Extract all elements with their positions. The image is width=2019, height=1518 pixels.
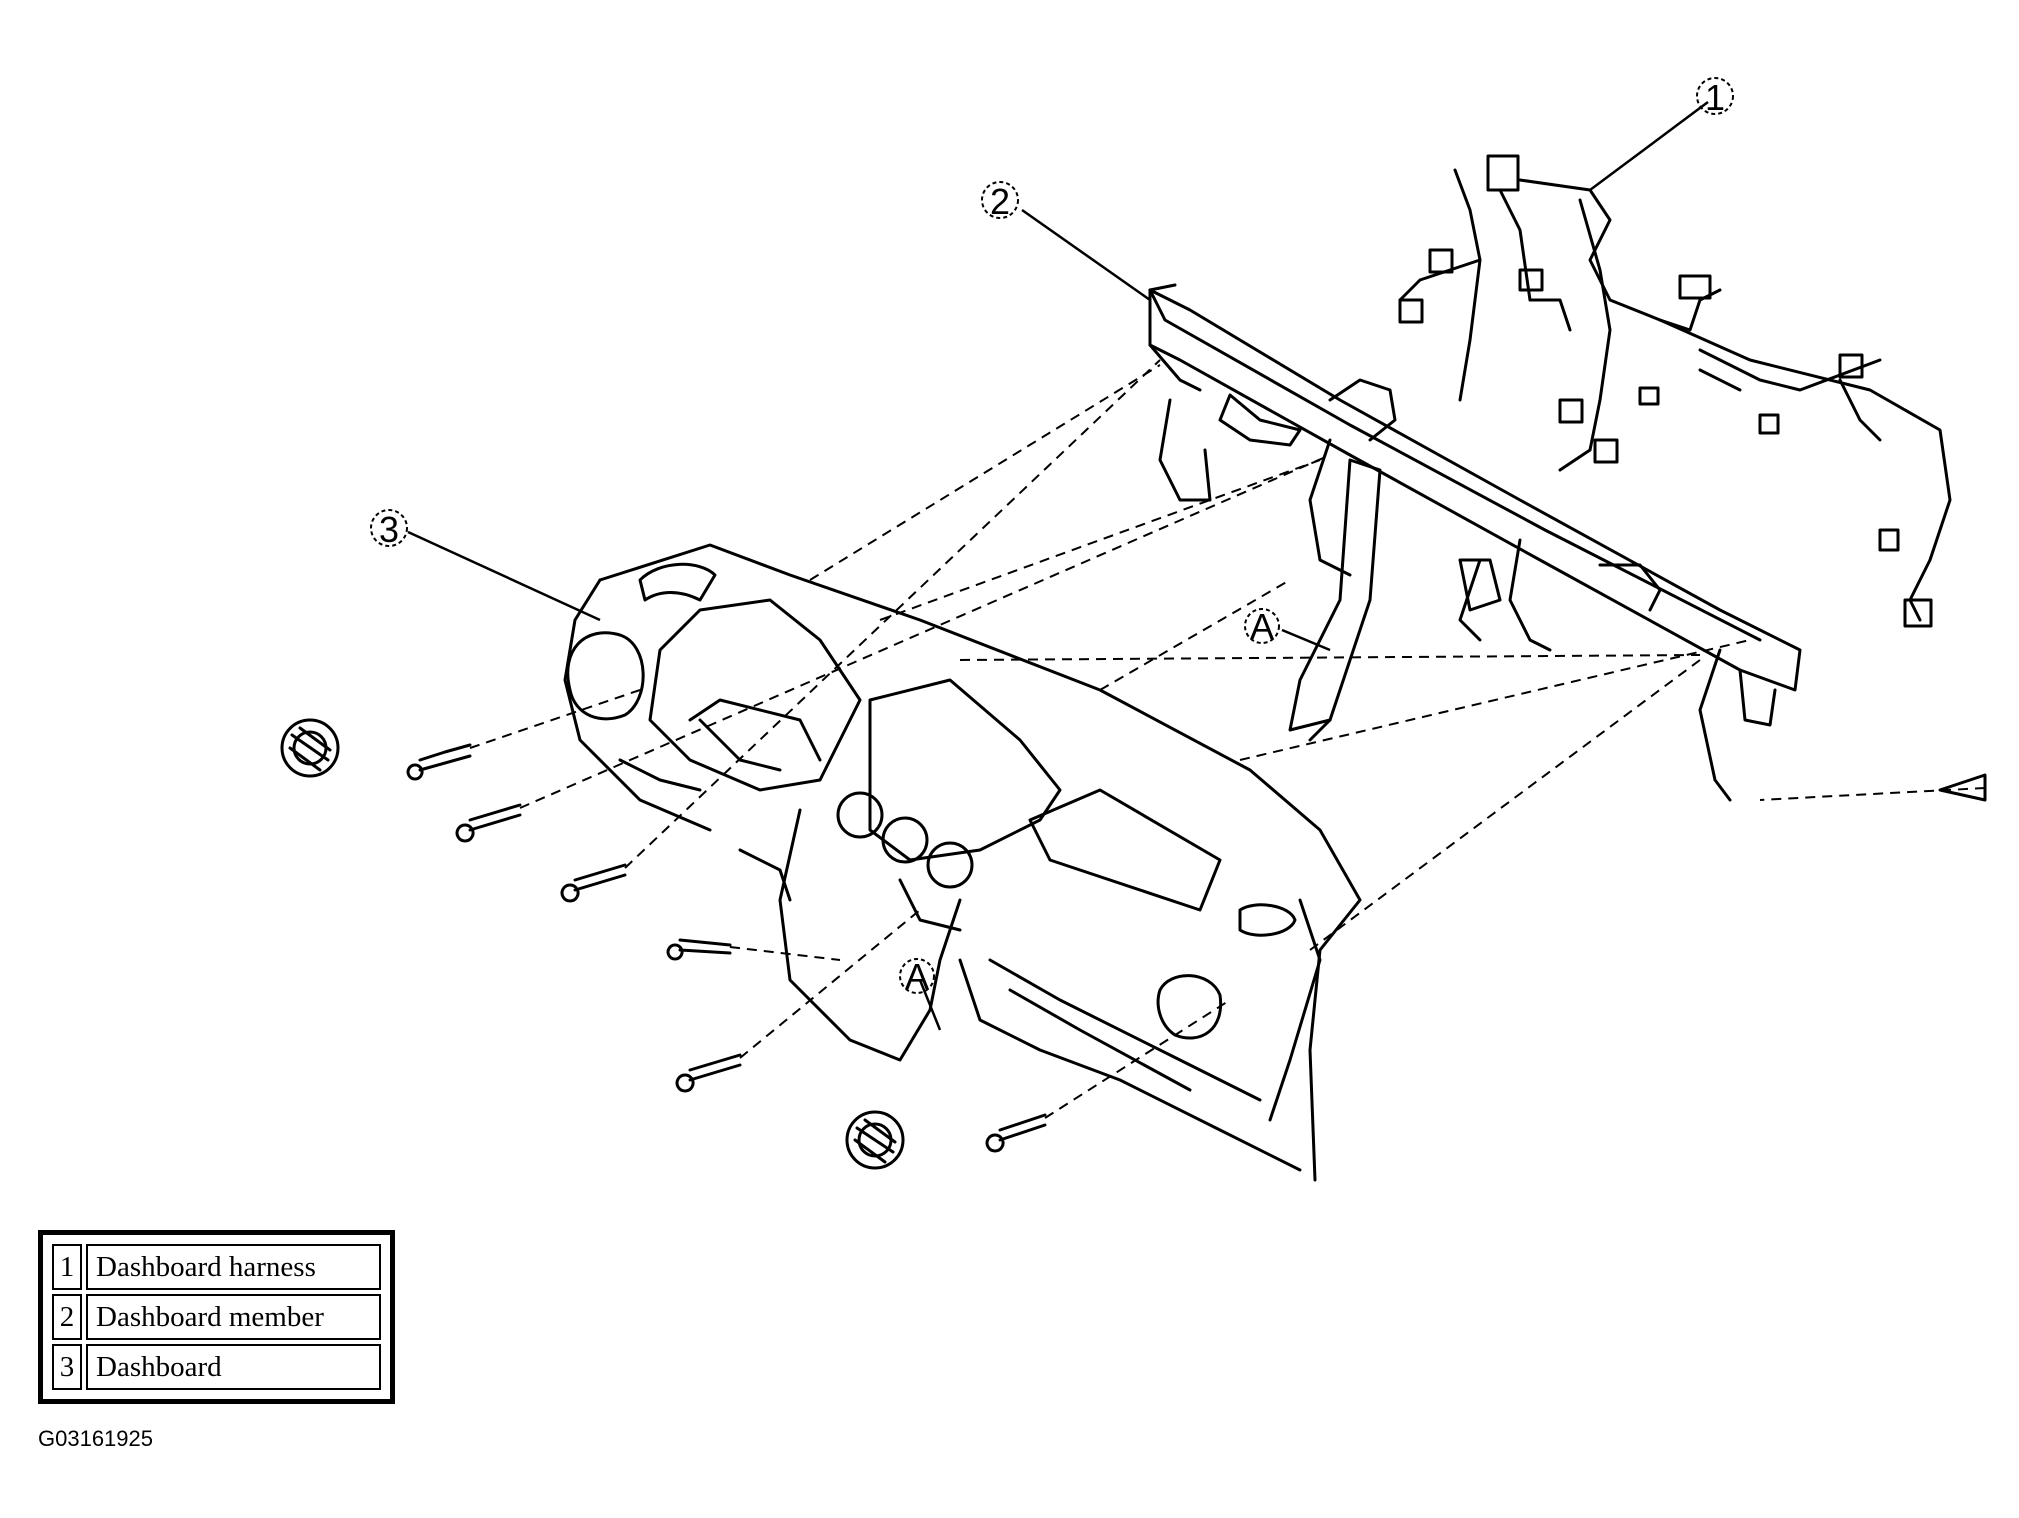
legend-number: 3 xyxy=(52,1344,82,1390)
svg-text:A: A xyxy=(905,956,929,997)
svg-text:A: A xyxy=(1250,606,1274,647)
leader-lines xyxy=(469,359,1986,1119)
callout-a-upper: A xyxy=(1244,606,1280,647)
callout-3: 3 xyxy=(370,509,408,550)
svg-text:3: 3 xyxy=(379,509,399,550)
dashboard-member xyxy=(1148,283,1802,802)
legend-part-name: Dashboard member xyxy=(86,1294,381,1340)
callout-leaders xyxy=(407,100,1709,1031)
legend-number: 1 xyxy=(52,1244,82,1290)
figure-code: G03161925 xyxy=(38,1426,153,1451)
dashboard-harness xyxy=(1398,154,1952,628)
legend-row: 2 Dashboard member xyxy=(52,1294,381,1340)
legend-row: 1 Dashboard harness xyxy=(52,1244,381,1290)
legend-part-name: Dashboard harness xyxy=(86,1244,381,1290)
legend-number: 2 xyxy=(52,1294,82,1340)
svg-text:1: 1 xyxy=(1705,77,1725,118)
dashboard-panel xyxy=(563,543,1362,1182)
svg-text:2: 2 xyxy=(990,181,1010,222)
callout-1: 1 xyxy=(1696,77,1734,118)
legend-part-name: Dashboard xyxy=(86,1344,381,1390)
callout-a-lower: A xyxy=(899,956,935,997)
callout-2: 2 xyxy=(981,181,1019,222)
legend-row: 3 Dashboard xyxy=(52,1344,381,1390)
parts-legend: 1 Dashboard harness 2 Dashboard member 3… xyxy=(38,1230,395,1404)
parts-legend-table: 1 Dashboard harness 2 Dashboard member 3… xyxy=(48,1240,385,1394)
fasteners xyxy=(280,718,1987,1170)
